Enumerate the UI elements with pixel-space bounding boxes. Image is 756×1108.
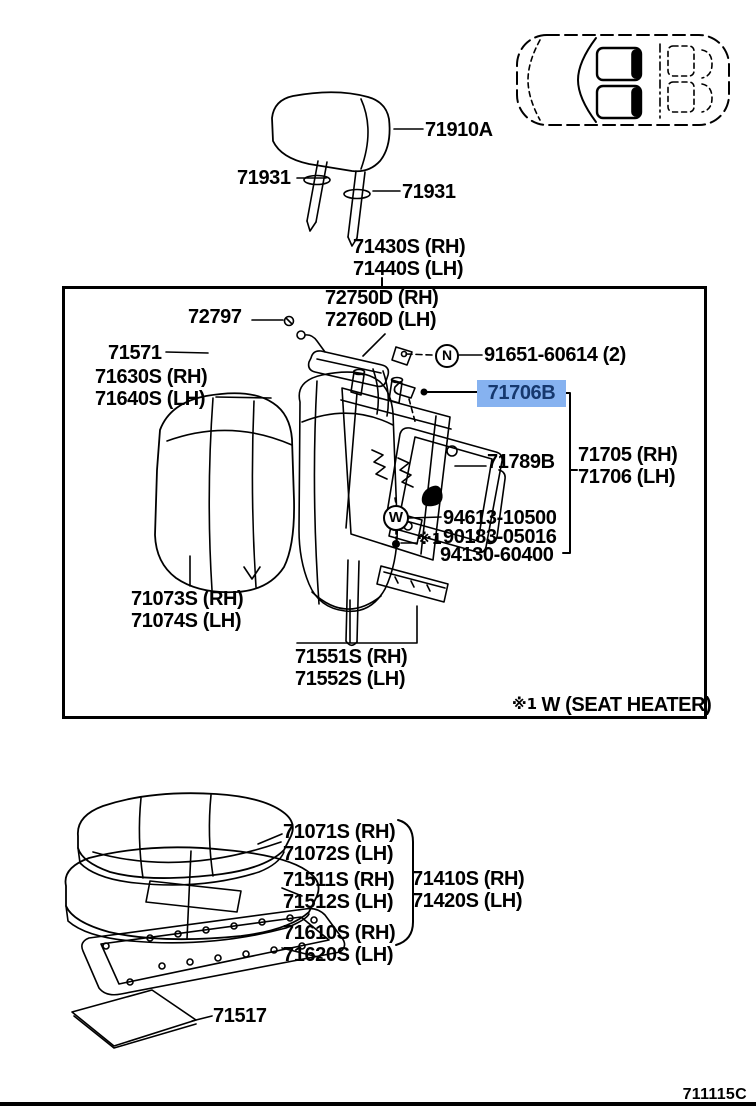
part-label-lh: 72760D (LH) [325, 309, 437, 331]
washer-symbol: W [383, 505, 409, 531]
part-label-rh: 71511S (RH) [283, 869, 395, 891]
part-label-91651[interactable]: 91651-60614 (2) [484, 344, 626, 366]
nut-symbol: N [435, 344, 459, 368]
part-label-lh: 71072S (LH) [283, 843, 394, 865]
part-label-94130[interactable]: 94130-60400 [440, 544, 554, 566]
part-label-71931-left[interactable]: 71931 [237, 167, 291, 189]
part-label-lh: 71074S (LH) [131, 610, 242, 632]
part-label-rh: 71630S (RH) [95, 366, 208, 388]
part-label-lh: 71512S (LH) [283, 891, 394, 913]
part-label-cushion-cover[interactable]: 71071S (RH) 71072S (LH) [283, 821, 396, 865]
part-label-cushion-assy[interactable]: 71410S (RH) 71420S (LH) [412, 868, 525, 912]
part-label-71571[interactable]: 71571 [108, 342, 162, 364]
part-label-lh: 71640S (LH) [95, 388, 206, 410]
part-label-seat-back-cover[interactable]: 71630S (RH) 71640S (LH) [95, 366, 208, 410]
part-label-rh: 71610S (RH) [283, 922, 396, 944]
part-label-71789b[interactable]: 71789B [487, 451, 555, 473]
footnote-text: W (SEAT HEATER) [541, 694, 712, 716]
part-label-71706b-highlighted[interactable]: 71706B [477, 380, 566, 407]
part-label-rh: 71430S (RH) [353, 236, 466, 258]
seat-heater-footnote: ※1 W (SEAT HEATER) [512, 694, 712, 717]
part-label-reclining-cover[interactable]: 72750D (RH) 72760D (LH) [325, 287, 439, 331]
part-label-lh: 71620S (LH) [283, 944, 394, 966]
part-label-seat-back-assy[interactable]: 71430S (RH) 71440S (LH) [353, 236, 466, 280]
part-label-rh: 71073S (RH) [131, 588, 244, 610]
vehicle-inset-illustration [516, 34, 730, 126]
part-label-71517[interactable]: 71517 [213, 1005, 267, 1027]
part-label-lh: 71552S (LH) [295, 668, 406, 690]
drawing-number: 711115C [682, 1086, 747, 1103]
part-label-lh: 71706 (LH) [578, 466, 676, 488]
page-bottom-rule [0, 1102, 756, 1106]
part-label-94613[interactable]: 94613-10500 [443, 507, 557, 529]
part-label-72797[interactable]: 72797 [188, 306, 242, 328]
part-label-lh: 71420S (LH) [412, 890, 523, 912]
part-label-rh: 72750D (RH) [325, 287, 439, 309]
part-label-lh: 71440S (LH) [353, 258, 464, 280]
part-label-board-assy[interactable]: 71705 (RH) 71706 (LH) [578, 444, 678, 488]
part-label-seat-back-pad[interactable]: 71073S (RH) 71074S (LH) [131, 588, 244, 632]
part-label-71910a[interactable]: 71910A [425, 119, 493, 141]
part-label-71931-right[interactable]: 71931 [402, 181, 456, 203]
footnote-ref-90183: ※1 [417, 530, 443, 548]
part-label-rh: 71551S (RH) [295, 646, 408, 668]
part-label-cushion-spring[interactable]: 71610S (RH) 71620S (LH) [283, 922, 396, 966]
part-label-rh: 71705 (RH) [578, 444, 678, 466]
diagram-frame [62, 286, 707, 719]
part-label-cushion-pad[interactable]: 71511S (RH) 71512S (LH) [283, 869, 395, 913]
part-label-90183[interactable]: 90183-05016 [443, 526, 557, 548]
footnote-ref: ※1 [512, 695, 538, 713]
part-label-rh: 71410S (RH) [412, 868, 525, 890]
part-label-seat-back-spring[interactable]: 71551S (RH) 71552S (LH) [295, 646, 408, 690]
part-label-rh: 71071S (RH) [283, 821, 396, 843]
